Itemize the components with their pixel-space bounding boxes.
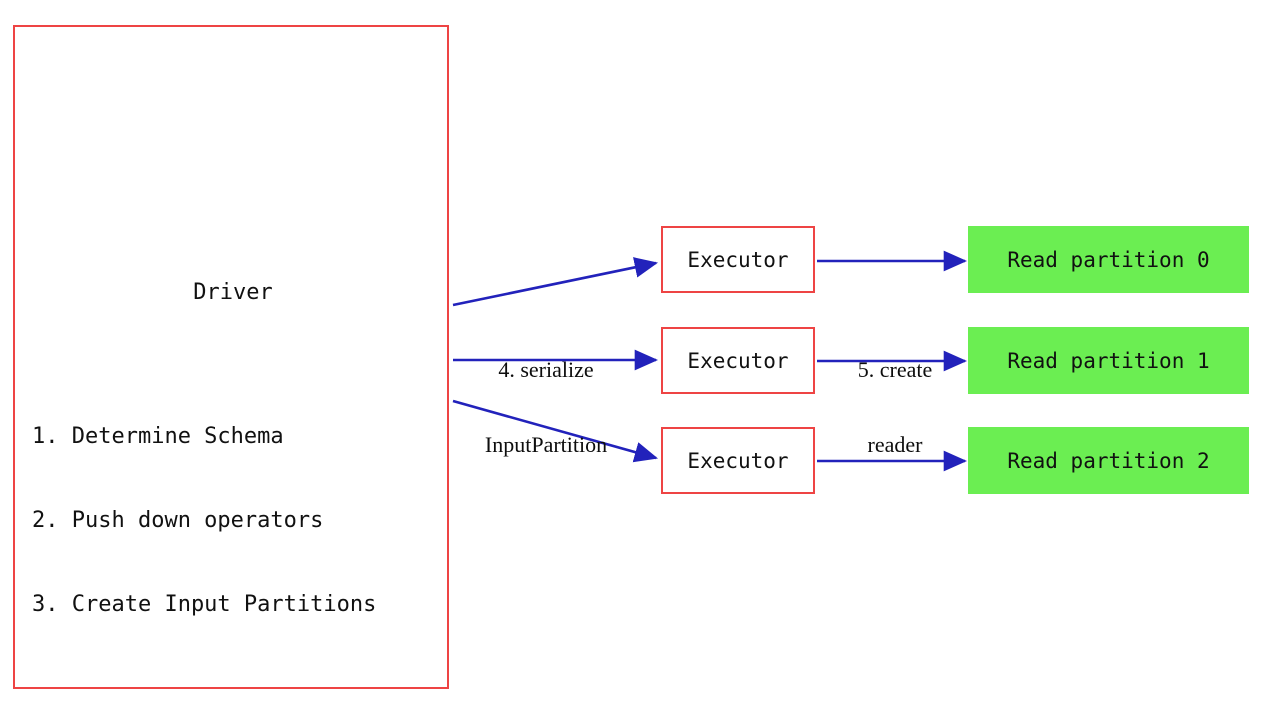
driver-title: Driver bbox=[193, 280, 273, 305]
edge-label-serialize-line-1: 4. serialize bbox=[498, 357, 594, 382]
edge-label-serialize: 4. serialize InputPartition bbox=[455, 307, 637, 507]
partition-box-0: Read partition 0 bbox=[968, 226, 1249, 293]
partition-label-2: Read partition 2 bbox=[1007, 448, 1210, 473]
driver-box: Driver 1. Determine Schema 2. Push down … bbox=[13, 25, 449, 689]
driver-step-1: 1. Determine Schema bbox=[32, 424, 284, 449]
partition-box-2: Read partition 2 bbox=[968, 427, 1249, 494]
executor-box-1: Executor bbox=[661, 327, 815, 394]
executor-box-0: Executor bbox=[661, 226, 815, 293]
executor-box-2: Executor bbox=[661, 427, 815, 494]
driver-step-list: 1. Determine Schema 2. Push down operato… bbox=[32, 367, 452, 675]
edge-label-serialize-line-2: InputPartition bbox=[484, 432, 608, 457]
driver-step-2: 2. Push down operators bbox=[32, 508, 324, 533]
driver-step-3: 3. Create Input Partitions bbox=[32, 592, 377, 617]
partition-box-1: Read partition 1 bbox=[968, 327, 1249, 394]
edge-label-create-reader-line-1: 5. create bbox=[857, 357, 933, 382]
partition-label-0: Read partition 0 bbox=[1007, 247, 1210, 272]
partition-label-1: Read partition 1 bbox=[1007, 348, 1210, 373]
executor-label-1: Executor bbox=[687, 348, 789, 373]
edge-label-create-reader-line-2: reader bbox=[867, 432, 923, 457]
edge-label-create-reader: 5. create reader bbox=[826, 307, 964, 507]
arrow-driver-to-executor-0 bbox=[452, 257, 659, 307]
executor-label-0: Executor bbox=[687, 247, 789, 272]
executor-label-2: Executor bbox=[687, 448, 789, 473]
